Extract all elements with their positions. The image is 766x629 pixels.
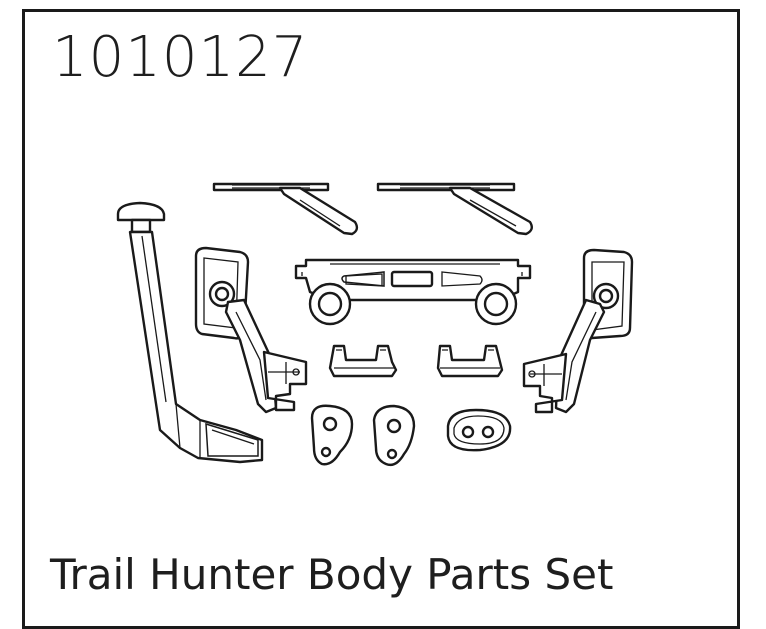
part-number: 1010127 (52, 25, 309, 90)
hook-plate-left-part (310, 404, 354, 466)
hook-plate-right-part (372, 404, 416, 467)
clip-right-part (436, 344, 504, 378)
document-title: Trail Hunter Body Parts Set (50, 550, 614, 599)
light-bar-bracket-part (294, 258, 532, 326)
mirror-left-part (194, 246, 308, 414)
wiper-left-part (212, 182, 359, 236)
parts-illustration (116, 182, 634, 467)
grommet-plate-part (446, 408, 512, 452)
mirror-right-part (522, 248, 634, 414)
wiper-right-part (376, 182, 533, 236)
clip-left-part (328, 344, 398, 378)
snorkel-part (116, 201, 264, 464)
